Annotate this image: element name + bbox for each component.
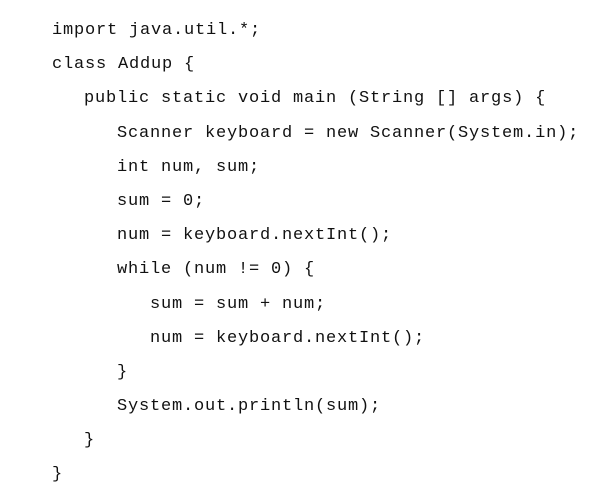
code-line: int num, sum; [117, 157, 261, 177]
code-line: while (num != 0) { [117, 260, 316, 280]
code-line: sum = sum + num; [150, 294, 327, 314]
code-listing: import java.util.*; class Addup { public… [52, 14, 579, 493]
code-line: import java.util.*; [52, 21, 262, 40]
code-line: public static void main (String [] args)… [84, 89, 547, 109]
code-line: num = keyboard.nextInt(); [150, 328, 426, 348]
code-line: num = keyboard.nextInt(); [117, 226, 393, 246]
code-line: System.out.println(sum); [117, 397, 382, 417]
code-line: sum = 0; [117, 191, 206, 211]
code-line: Scanner keyboard = new Scanner(System.in… [117, 123, 580, 143]
code-line: } [84, 431, 96, 451]
code-line: } [52, 465, 64, 485]
code-line: } [117, 362, 129, 382]
code-line: class Addup { [52, 55, 196, 75]
